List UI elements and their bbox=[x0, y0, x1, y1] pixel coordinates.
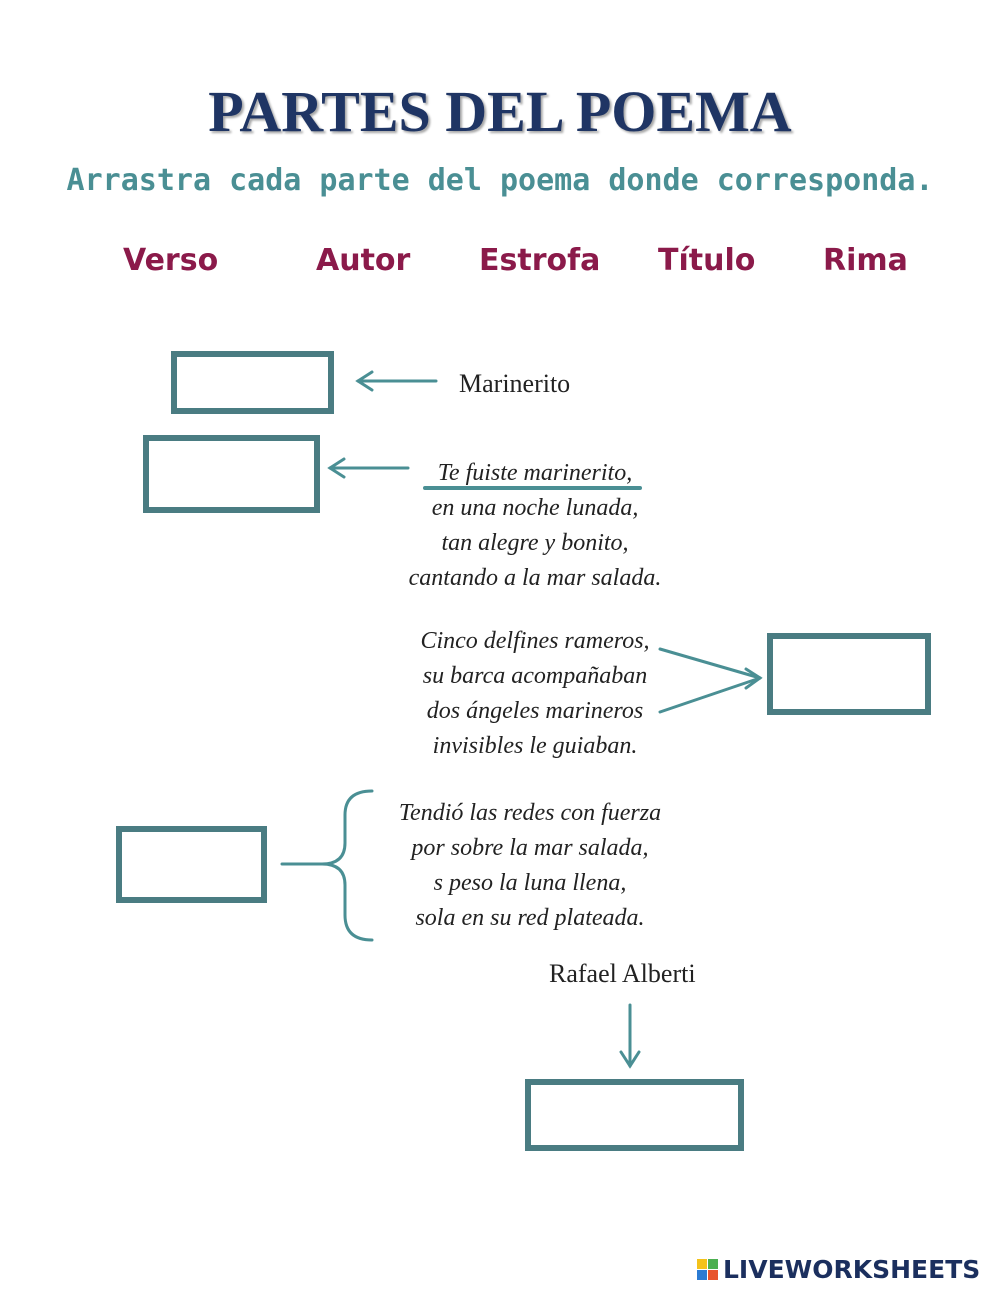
poem-author: Rafael Alberti bbox=[549, 959, 696, 988]
worksheet-title: PARTES DEL POEMA bbox=[208, 79, 792, 144]
poem-line: Tendió las redes con fuerza bbox=[398, 800, 662, 826]
poem-title: Marinerito bbox=[459, 369, 571, 398]
arrow-down-icon bbox=[619, 1003, 641, 1069]
poem-stanza-1: Te fuiste marinerito, en una noche lunad… bbox=[380, 456, 690, 596]
poem-line: Te fuiste marinerito, bbox=[437, 460, 633, 486]
poem-line: sola en su red plateada. bbox=[415, 905, 645, 931]
poem-line: Cinco delfines rameros, bbox=[420, 628, 650, 654]
poem-line: invisibles le guiaban. bbox=[432, 733, 638, 759]
drop-box-verse[interactable] bbox=[143, 435, 320, 513]
brace-icon bbox=[280, 789, 374, 942]
draggable-word-autor[interactable]: Autor bbox=[316, 243, 411, 278]
arrow-left-icon bbox=[327, 457, 410, 479]
poem-line: por sobre la mar salada, bbox=[411, 835, 649, 861]
draggable-word-rima[interactable]: Rima bbox=[823, 243, 908, 278]
draggable-word-estrofa[interactable]: Estrofa bbox=[479, 243, 601, 278]
poem-line: su barca acompañaban bbox=[422, 663, 648, 689]
drop-box-rhyme[interactable] bbox=[767, 633, 931, 715]
poem-line: s peso la luna llena, bbox=[433, 870, 627, 896]
poem-stanza-3: Tendió las redes con fuerza por sobre la… bbox=[370, 796, 690, 936]
drop-box-author[interactable] bbox=[525, 1079, 744, 1151]
arrow-left-icon bbox=[355, 370, 438, 392]
liveworksheets-logo: LIVEWORKSHEETS bbox=[697, 1255, 980, 1284]
drop-box-title[interactable] bbox=[171, 351, 334, 414]
arrow-right-icon bbox=[658, 647, 763, 714]
poem-line: tan alegre y bonito, bbox=[441, 530, 629, 556]
poem-line: dos ángeles marineros bbox=[426, 698, 644, 724]
draggable-word-verso[interactable]: Verso bbox=[123, 243, 219, 278]
logo-mark-icon bbox=[697, 1258, 719, 1281]
poem-line: en una noche lunada, bbox=[431, 495, 639, 521]
drop-box-stanza[interactable] bbox=[116, 826, 267, 903]
poem-stanza-2: Cinco delfines rameros, su barca acompañ… bbox=[380, 624, 690, 764]
logo-text: LIVEWORKSHEETS bbox=[723, 1255, 981, 1284]
draggable-word-titulo[interactable]: Título bbox=[658, 243, 756, 278]
instruction-text: Arrastra cada parte del poema donde corr… bbox=[66, 163, 934, 198]
poem-line: cantando a la mar salada. bbox=[408, 565, 662, 591]
